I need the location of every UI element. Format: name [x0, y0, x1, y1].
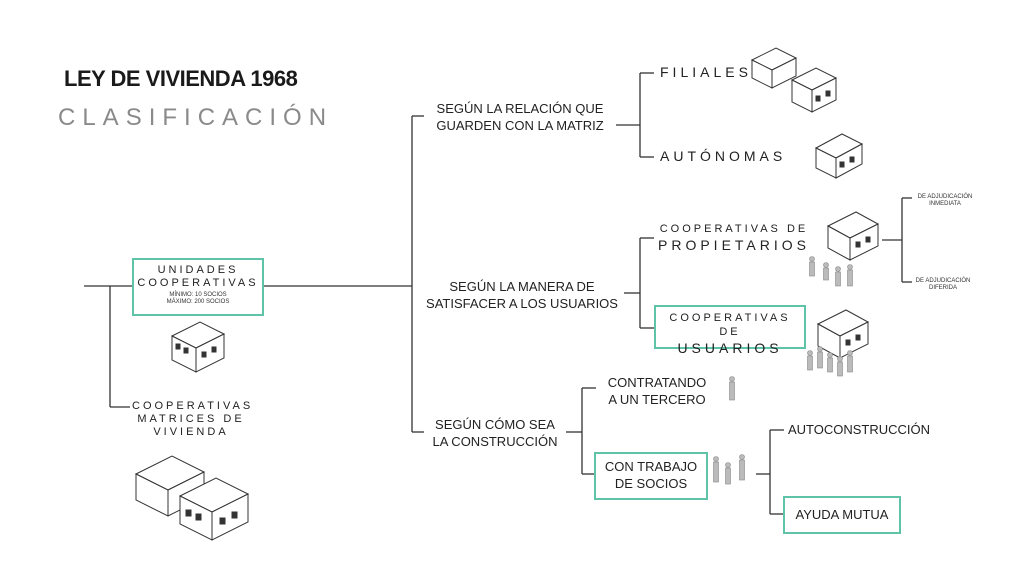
relacion-line2: GUARDEN CON LA MATRIZ — [436, 118, 604, 133]
node-autoconstruccion: AUTOCONSTRUCCIÓN — [788, 422, 931, 437]
house-icon — [816, 309, 870, 359]
person-icon — [809, 256, 853, 287]
house-icon — [170, 321, 226, 373]
contratando-line2: A UN TERCERO — [608, 392, 706, 407]
contratando-line1: CONTRATANDO — [607, 375, 707, 390]
node-autonomas: AUTÓNOMAS — [660, 148, 787, 164]
trabajo-line1: CON TRABAJO — [604, 459, 698, 474]
node-adjudicacion-inmediata: DE ADJUDICACIÓN INMEDIATA — [912, 194, 978, 208]
inmediata-line1: DE ADJUDICACIÓN — [917, 194, 973, 200]
node-trabajo-socios: CON TRABAJO DE SOCIOS — [594, 452, 708, 500]
person-icon — [713, 454, 745, 485]
branch-construccion-label: SEGÚN CÓMO SEA LA CONSTRUCCIÓN — [424, 416, 566, 450]
relacion-line1: SEGÚN LA RELACIÓN QUE — [436, 101, 604, 116]
branch-relacion-label: SEGÚN LA RELACIÓN QUE GUARDEN CON LA MAT… — [424, 100, 616, 134]
matrices-line2: MATRICES DE — [137, 413, 245, 425]
house-icon — [134, 455, 250, 541]
page-subtitle: CLASIFICACIÓN — [58, 104, 334, 131]
trabajo-line2: DE SOCIOS — [614, 476, 688, 491]
node-cooperativas-propietarios: COOPERATIVAS DE PROPIETARIOS — [654, 222, 814, 254]
matrices-line1: COOPERATIVAS — [132, 400, 254, 412]
root-node-unidades-cooperativas: UNIDADES COOPERATIVAS MÍNIMO: 10 SOCIOS … — [132, 258, 264, 316]
construccion-line1: SEGÚN CÓMO SEA — [435, 417, 555, 432]
node-filiales: FILIALES — [660, 64, 752, 80]
house-icon — [826, 211, 880, 261]
matrices-line3: VIVIENDA — [153, 426, 229, 438]
node-adjudicacion-diferida: DE ADJUDICACIÓN DIFERIDA — [908, 278, 978, 292]
node-ayuda-mutua: AYUDA MUTUA — [783, 496, 901, 534]
root-label-line1: UNIDADES — [157, 264, 239, 276]
usuarios-line2: USUARIOS — [677, 340, 783, 356]
person-icon — [807, 346, 853, 377]
construccion-line2: LA CONSTRUCCIÓN — [432, 434, 558, 449]
root-label-line2: COOPERATIVAS — [137, 277, 259, 289]
propietarios-line1: COOPERATIVAS DE — [659, 223, 809, 235]
node-contratando-tercero: CONTRATANDO A UN TERCERO — [598, 374, 716, 408]
page-title: LEY DE VIVIENDA 1968 — [64, 66, 298, 91]
cooperativas-matrices-label: COOPERATIVAS MATRICES DE VIVIENDA — [132, 400, 250, 439]
manera-line2: SATISFACER A LOS USUARIOS — [426, 296, 618, 311]
house-icon — [814, 133, 864, 179]
house-icon — [750, 47, 838, 113]
diferida-line2: DIFERIDA — [928, 285, 957, 291]
root-note-min: MÍNIMO: 10 SOCIOS — [169, 292, 227, 298]
inmediata-line2: INMEDIATA — [929, 201, 961, 207]
node-cooperativas-usuarios: COOPERATIVAS DE USUARIOS — [654, 305, 806, 356]
usuarios-line1: COOPERATIVAS DE — [669, 312, 791, 338]
propietarios-line2: PROPIETARIOS — [658, 237, 810, 253]
branch-manera-label: SEGÚN LA MANERA DE SATISFACER A LOS USUA… — [420, 278, 624, 312]
root-note-max: MÁXIMO: 200 SOCIOS — [166, 299, 230, 305]
manera-line1: SEGÚN LA MANERA DE — [449, 279, 595, 294]
person-icon — [729, 376, 735, 401]
diferida-line1: DE ADJUDICACIÓN — [915, 278, 971, 284]
connector-lines — [84, 72, 912, 515]
